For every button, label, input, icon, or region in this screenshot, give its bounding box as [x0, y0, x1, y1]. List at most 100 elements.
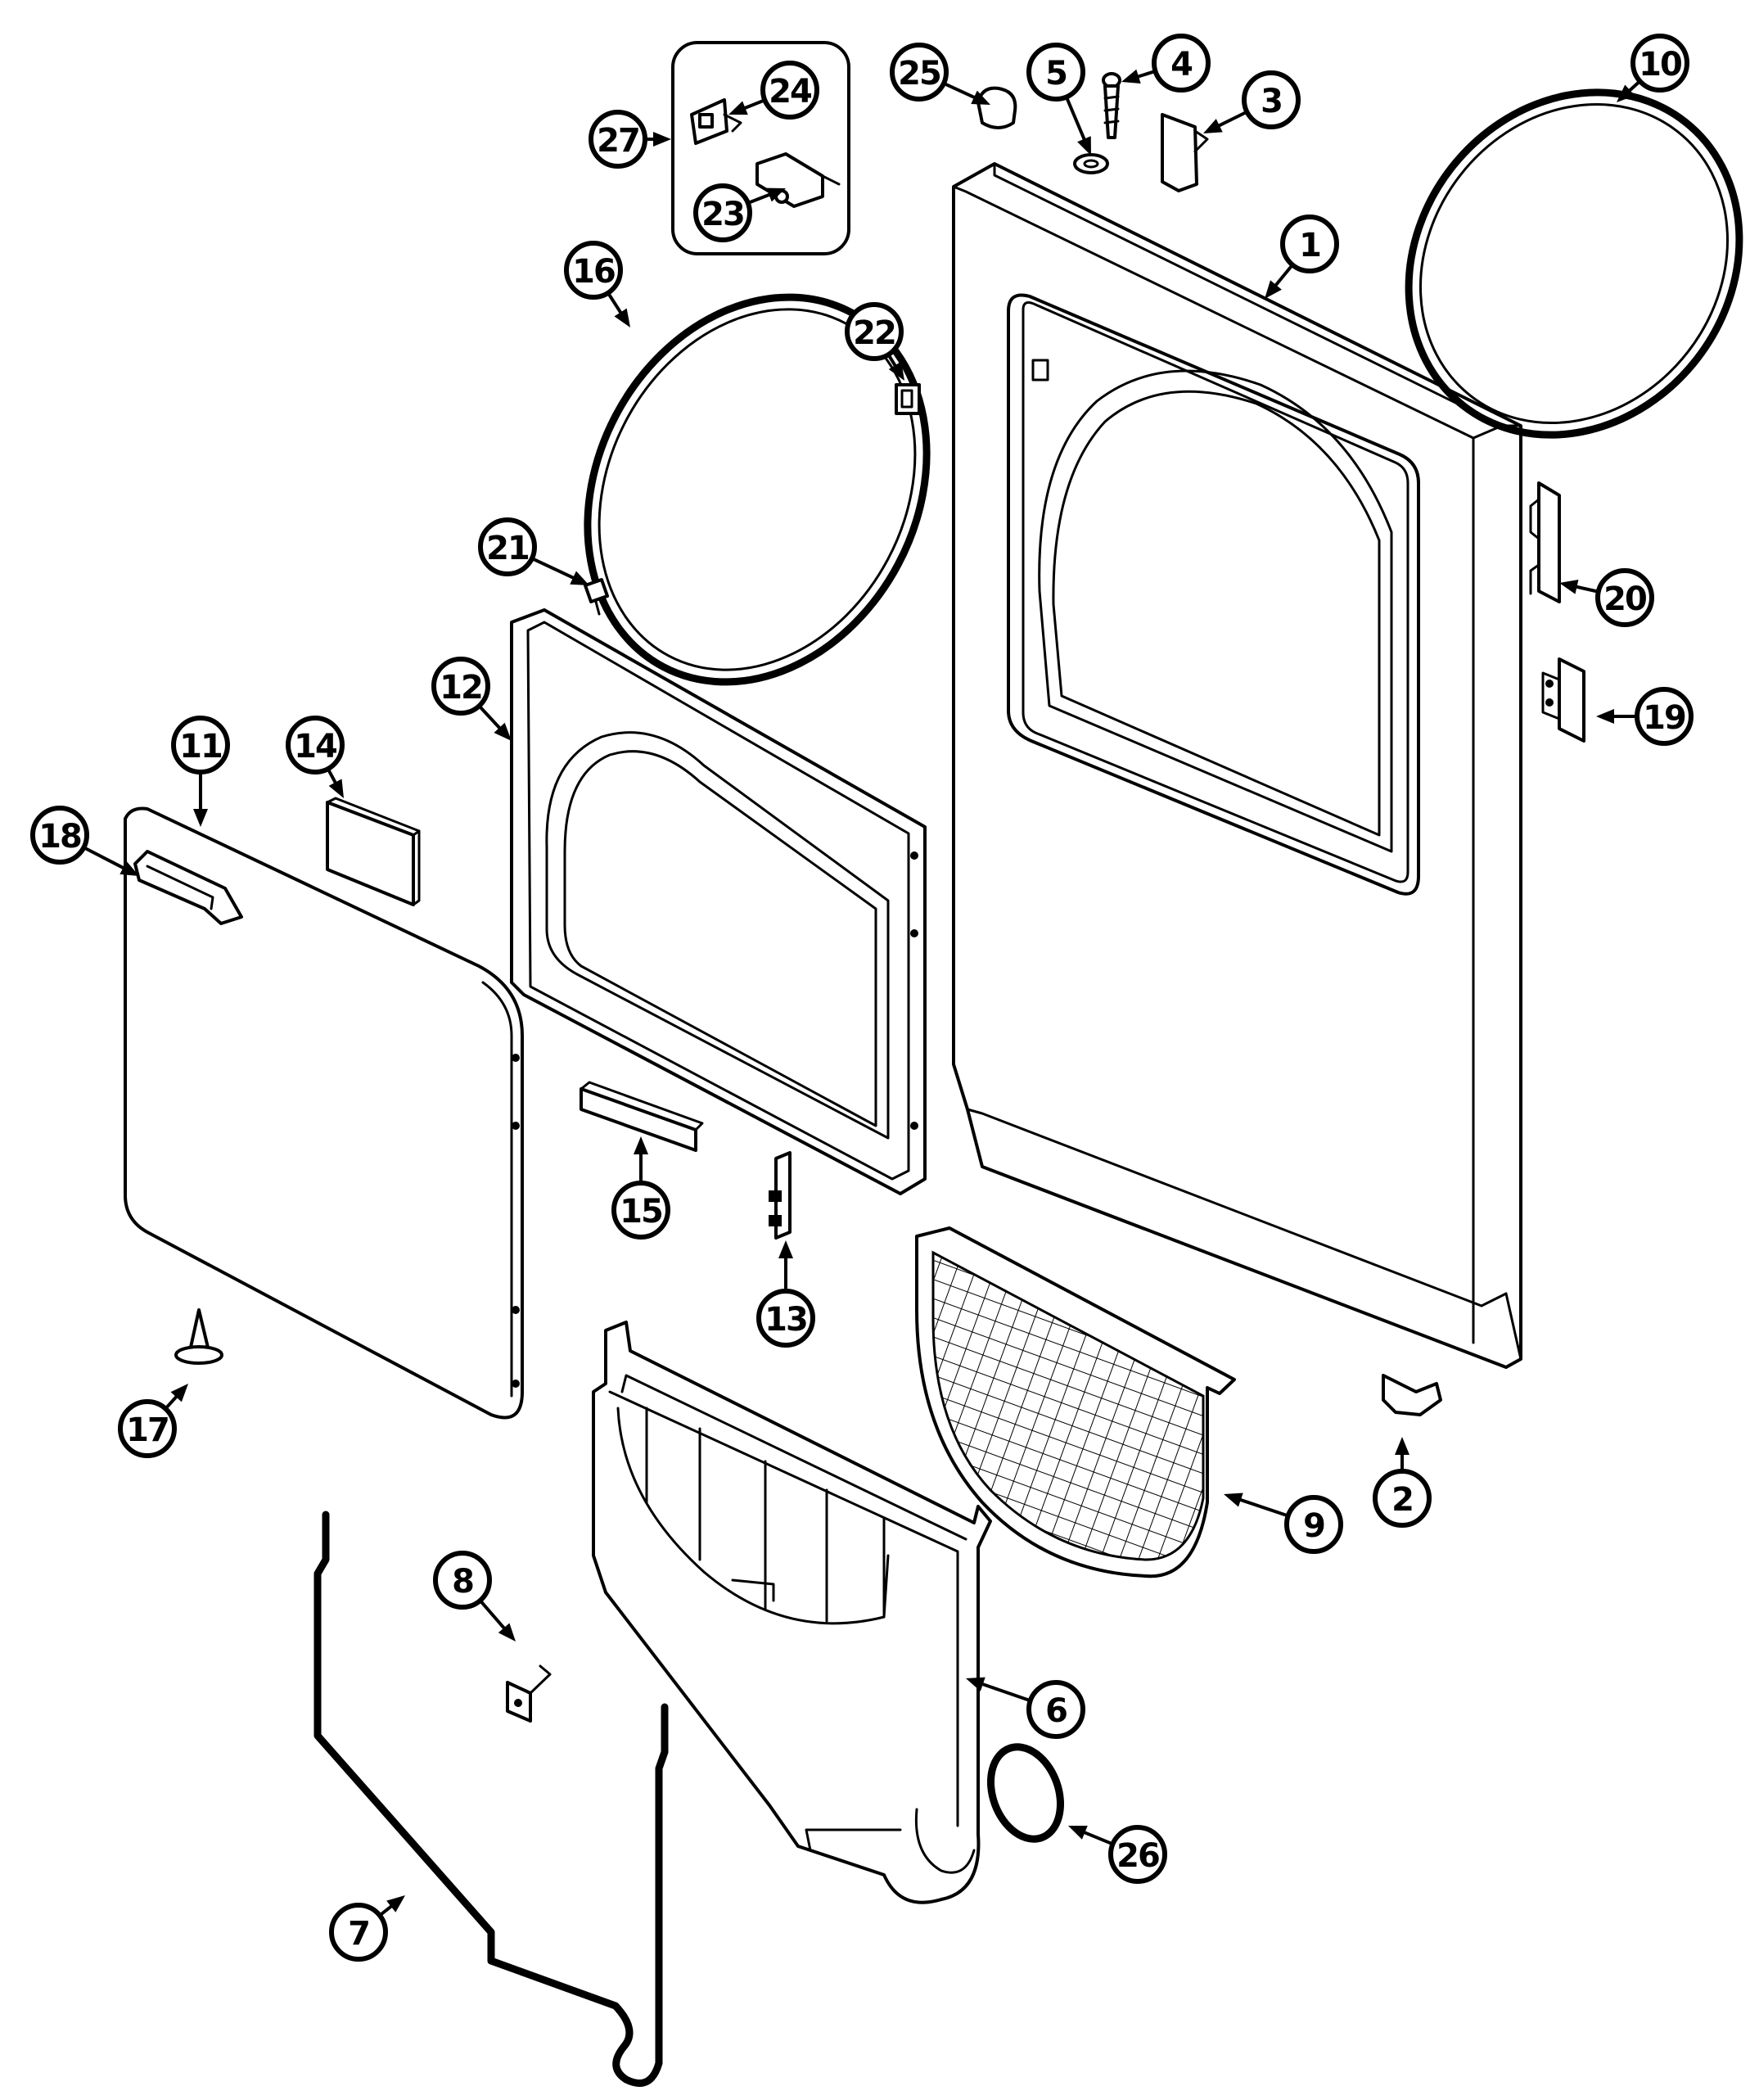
callout-16: 16: [564, 241, 630, 327]
callout-24: 24: [728, 61, 819, 120]
leader-arrowhead-24: [728, 101, 748, 115]
leader-arrowhead-18: [120, 860, 139, 876]
callout-circle-22: [845, 302, 904, 361]
callout-number-10: 10: [1639, 46, 1681, 84]
callout-3: 3: [1203, 70, 1301, 133]
callout-circle-26: [1108, 1825, 1167, 1884]
callout-circle-10: [1630, 34, 1689, 93]
callout-number-24: 24: [769, 73, 811, 111]
callout-23: 23: [693, 183, 786, 242]
clip-part-21: [584, 578, 609, 616]
callout-circle-11: [171, 716, 230, 775]
callout-circle-8: [433, 1551, 492, 1610]
callout-circle-15: [611, 1181, 670, 1240]
clip-part-24: [690, 98, 742, 145]
strike-bracket-part-13: [769, 1151, 792, 1240]
callout-circle-2: [1373, 1469, 1432, 1528]
callout-4: 4: [1121, 34, 1211, 93]
callout-circle-3: [1242, 70, 1301, 129]
leader-arrowhead-3: [1203, 119, 1223, 133]
leader-arrowhead-17: [170, 1384, 188, 1402]
callout-number-3: 3: [1261, 83, 1282, 120]
callout-circle-6: [1026, 1680, 1085, 1739]
bracket-part-8: [506, 1664, 552, 1723]
lint-screen-part-9: [915, 1226, 1236, 1578]
callout-7: 7: [329, 1895, 405, 1962]
callout-circle-23: [693, 183, 752, 242]
leader-arrowhead-13: [778, 1240, 793, 1258]
callout-number-17: 17: [126, 1411, 169, 1449]
leader-arrowhead-7: [386, 1895, 405, 1913]
callout-number-5: 5: [1045, 55, 1067, 93]
leader-arrowhead-15: [634, 1136, 648, 1154]
callout-circle-9: [1284, 1495, 1343, 1554]
callout-circle-20: [1595, 568, 1654, 627]
callout-25: 25: [890, 43, 990, 105]
leader-arrowhead-6: [966, 1677, 985, 1691]
callout-20: 20: [1559, 568, 1654, 627]
callout-10: 10: [1617, 34, 1689, 102]
lint-duct-part-6: [592, 1321, 992, 1904]
callout-circle-7: [329, 1903, 388, 1962]
screw-part-4: [1102, 72, 1121, 139]
callout-number-7: 7: [348, 1915, 369, 1953]
washer-part-5: [1073, 153, 1109, 174]
bracket-part-2: [1382, 1374, 1442, 1416]
callout-circle-21: [478, 517, 537, 576]
callout-circle-1: [1280, 215, 1339, 273]
callout-9: 9: [1224, 1493, 1343, 1554]
callout-number-21: 21: [486, 530, 529, 567]
callout-circle-16: [564, 241, 623, 300]
leader-arrowhead-14: [328, 779, 344, 798]
leader-arrowhead-25: [971, 90, 990, 105]
callout-15: 15: [611, 1136, 670, 1240]
callout-26: 26: [1068, 1825, 1167, 1884]
callout-number-12: 12: [440, 669, 482, 707]
leader-arrowhead-10: [1617, 84, 1635, 102]
callout-1: 1: [1265, 215, 1339, 299]
leader-arrowhead-16: [614, 308, 630, 327]
leader-arrowhead-2: [1395, 1437, 1409, 1455]
callout-circle-13: [756, 1289, 815, 1348]
leader-line-9: [1230, 1495, 1289, 1518]
callout-number-26: 26: [1116, 1837, 1159, 1875]
callout-circle-12: [431, 657, 490, 716]
leader-line-6: [972, 1679, 1031, 1703]
callout-22: 22: [845, 302, 904, 381]
callout-19: 19: [1596, 687, 1694, 746]
callout-number-13: 13: [764, 1301, 807, 1339]
callout-circle-18: [30, 806, 89, 865]
callout-circle-24: [760, 61, 819, 120]
leader-arrowhead-23: [766, 187, 786, 202]
leader-arrowhead-26: [1068, 1826, 1088, 1840]
callout-number-6: 6: [1045, 1692, 1067, 1730]
bumper-part-17: [174, 1308, 223, 1365]
callout-number-9: 9: [1303, 1507, 1324, 1545]
callout-number-18: 18: [38, 818, 81, 856]
callout-11: 11: [171, 716, 230, 827]
cap-part-25: [976, 86, 1017, 129]
leader-arrowhead-9: [1224, 1493, 1243, 1507]
callout-number-16: 16: [572, 253, 615, 291]
callout-number-8: 8: [452, 1563, 473, 1601]
callout-circle-25: [890, 43, 949, 102]
leader-arrowhead-19: [1596, 709, 1614, 724]
bracket-part-3: [1161, 113, 1209, 192]
leader-arrowhead-21: [570, 571, 589, 585]
callout-number-15: 15: [620, 1193, 662, 1231]
callout-number-1: 1: [1299, 227, 1320, 264]
callout-17: 17: [118, 1384, 188, 1458]
callout-2: 2: [1373, 1437, 1432, 1528]
callout-number-4: 4: [1170, 46, 1192, 84]
pad-part-14: [326, 797, 421, 906]
callout-number-14: 14: [294, 728, 336, 765]
callout-27: 27: [589, 110, 671, 169]
callout-5: 5: [1026, 43, 1091, 156]
callout-number-22: 22: [853, 314, 895, 352]
leader-arrowhead-5: [1077, 136, 1091, 156]
leader-arrowhead-27: [653, 132, 671, 147]
door-handle-part-18: [133, 850, 243, 925]
callout-circle-4: [1152, 34, 1211, 93]
front-panel-part-1: [952, 162, 1522, 1369]
callout-12: 12: [431, 657, 512, 741]
